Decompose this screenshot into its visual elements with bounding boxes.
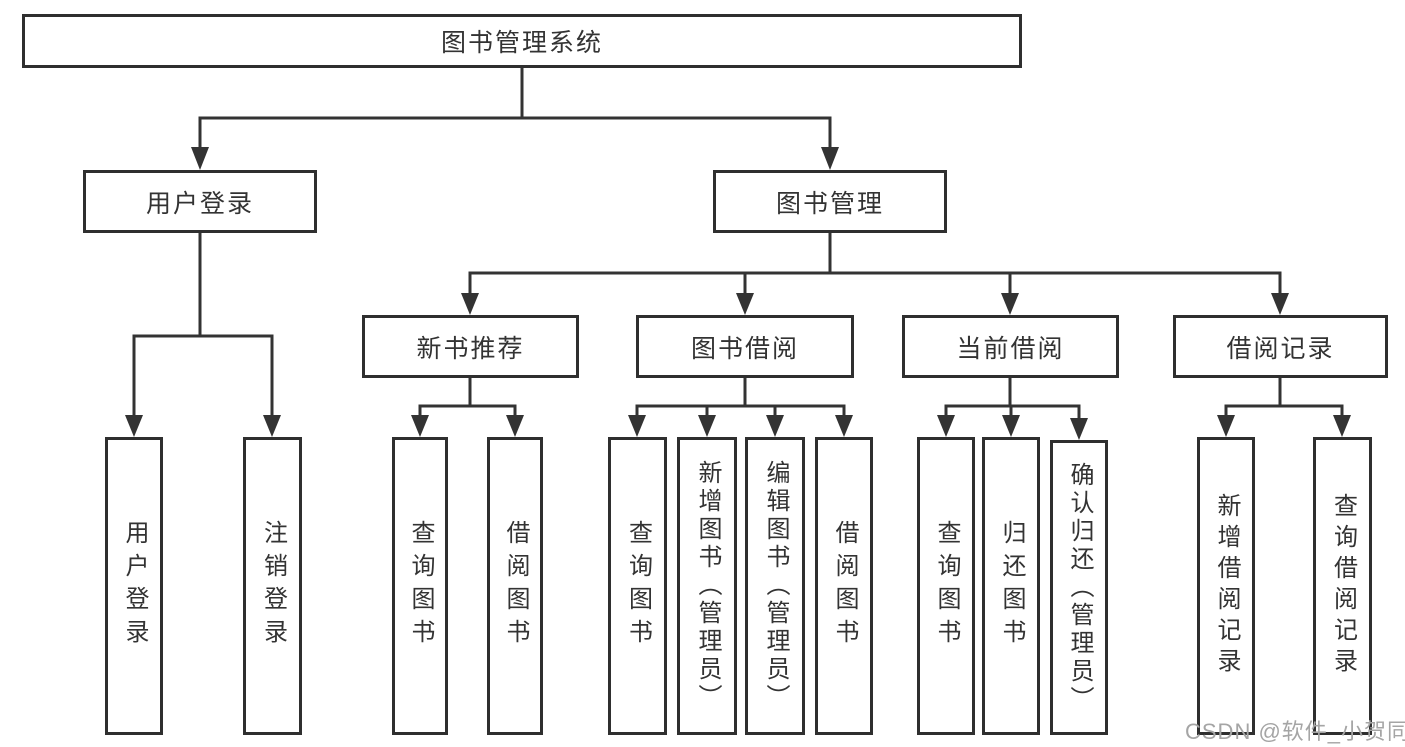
leaf-cb-query-books: 查询图书 [917,437,975,735]
node-user-login: 用户登录 [83,170,317,233]
leaf-nb-borrow-books: 借阅图书 [487,437,543,735]
node-root: 图书管理系统 [22,14,1022,68]
arrowheads [125,147,1351,440]
leaf-br-query-record: 查询借阅记录 [1313,437,1372,735]
leaf-br-add-record: 新增借阅记录 [1197,437,1255,735]
csdn-watermark: CSDN @软件_小贺同学 [1185,719,1405,744]
leaf-bb-borrow-books: 借阅图书 [815,437,873,735]
node-current-borrowing: 当前借阅 [902,315,1119,378]
leaf-logout: 注销登录 [243,437,302,735]
node-new-book-recommend: 新书推荐 [362,315,579,378]
node-book-management: 图书管理 [713,170,947,233]
leaf-cb-confirm-return-admin: 确认归还（管理员） [1050,440,1108,735]
node-book-borrowing: 图书借阅 [636,315,854,378]
leaf-bb-edit-books-admin: 编辑图书（管理员） [745,437,805,735]
node-borrowing-records: 借阅记录 [1173,315,1388,378]
leaf-bb-add-books-admin: 新增图书（管理员） [677,437,737,735]
leaf-user-login: 用户登录 [105,437,163,735]
leaf-nb-query-books: 查询图书 [392,437,448,735]
leaf-bb-query-books: 查询图书 [608,437,667,735]
leaf-cb-return-books: 归还图书 [982,437,1040,735]
